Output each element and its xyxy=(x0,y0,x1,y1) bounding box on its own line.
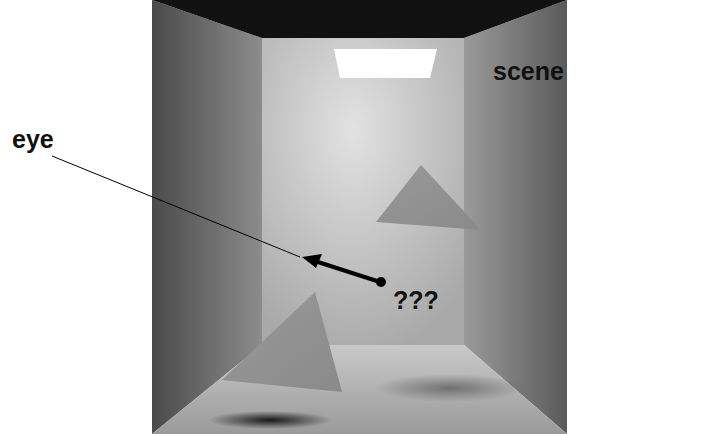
unknown-label: ??? xyxy=(393,287,439,315)
scene-label: scene xyxy=(493,58,564,86)
arrow-head xyxy=(302,254,322,268)
floor-shadow xyxy=(208,411,332,429)
floor-shadow xyxy=(375,374,525,402)
floor xyxy=(152,345,567,434)
ceiling-light xyxy=(334,49,437,78)
floating-triangle xyxy=(222,292,342,392)
floating-triangle xyxy=(376,165,481,230)
radiance-arrow xyxy=(318,262,380,282)
eye-ray xyxy=(52,156,300,257)
eye-label: eye xyxy=(12,126,54,154)
ceiling xyxy=(152,0,567,38)
surface-point xyxy=(376,277,386,287)
